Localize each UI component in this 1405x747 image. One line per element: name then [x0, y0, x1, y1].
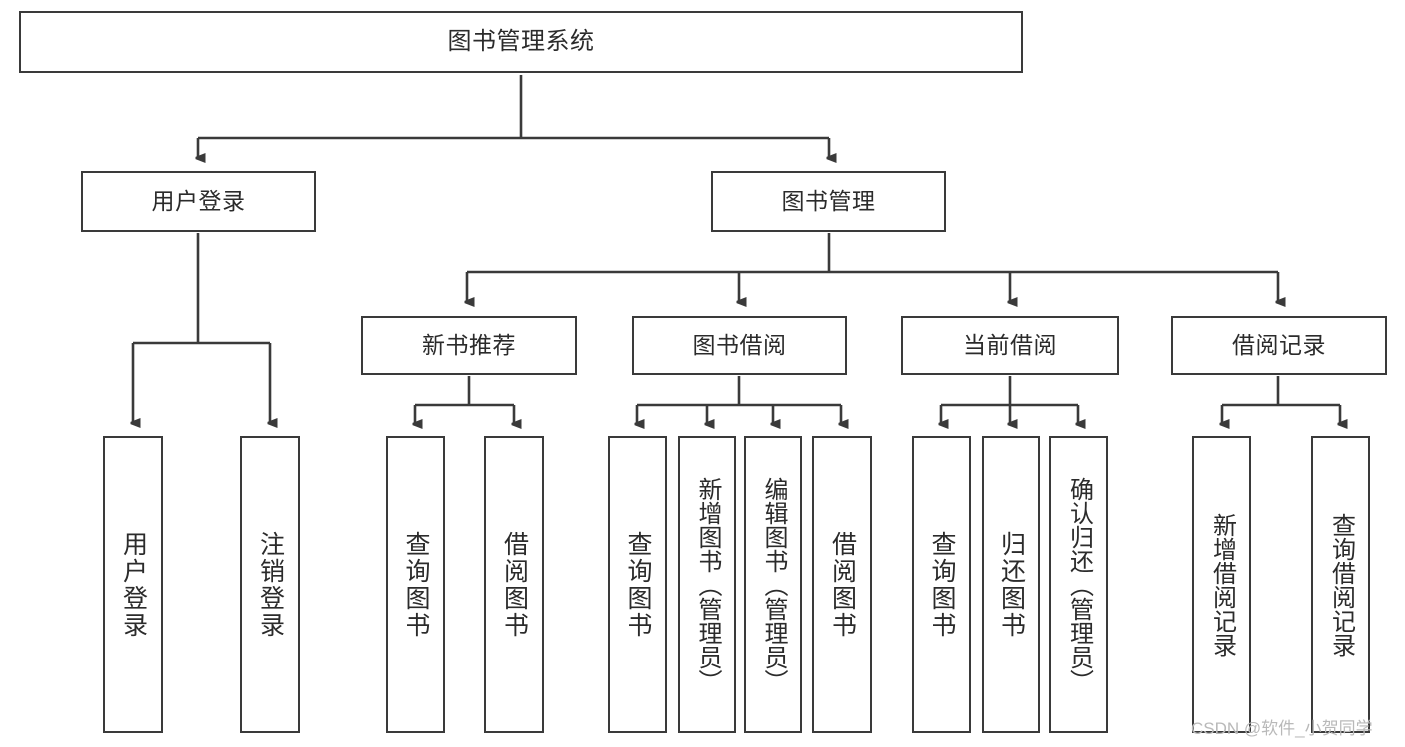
csdn-watermark: CSDN @软件_小贺同学	[1191, 719, 1373, 738]
node-label: 编辑图书（管理员）	[759, 476, 787, 693]
node-label: 查询图书	[624, 530, 652, 639]
node-user-login[interactable]: 用户登录	[81, 171, 316, 232]
node-book-management[interactable]: 图书管理	[711, 171, 946, 232]
node-label: 注销登录	[256, 530, 285, 639]
node-label: 查询图书	[402, 530, 430, 639]
leaf-user-logout[interactable]: 注销登录	[240, 436, 300, 733]
leaf-add-book-admin[interactable]: 新增图书（管理员）	[678, 436, 736, 733]
node-current-borrow[interactable]: 当前借阅	[901, 316, 1119, 375]
leaf-confirm-return-admin[interactable]: 确认归还（管理员）	[1049, 436, 1108, 733]
leaf-query-book-recommend[interactable]: 查询图书	[386, 436, 445, 733]
leaf-query-book-current[interactable]: 查询图书	[912, 436, 971, 733]
node-label: 查询借阅记录	[1327, 512, 1355, 657]
node-root-system[interactable]: 图书管理系统	[19, 11, 1023, 73]
leaf-borrow-book-recommend[interactable]: 借阅图书	[484, 436, 544, 733]
node-label: 借阅记录	[1232, 331, 1326, 358]
node-label: 归还图书	[997, 530, 1026, 639]
leaf-query-borrow-record[interactable]: 查询借阅记录	[1311, 436, 1370, 733]
node-label: 用户登录	[119, 530, 148, 639]
leaf-return-book[interactable]: 归还图书	[982, 436, 1040, 733]
leaf-query-book-borrow[interactable]: 查询图书	[608, 436, 667, 733]
node-new-book-recommend[interactable]: 新书推荐	[361, 316, 577, 375]
node-label: 当前借阅	[963, 331, 1057, 358]
node-label: 用户登录	[151, 187, 246, 214]
node-label: 新增借阅记录	[1208, 512, 1236, 657]
node-label: 确认归还（管理员）	[1065, 476, 1093, 693]
leaf-edit-book-admin[interactable]: 编辑图书（管理员）	[744, 436, 802, 733]
leaf-borrow-book[interactable]: 借阅图书	[812, 436, 872, 733]
node-label: 图书借阅	[692, 331, 787, 358]
leaf-add-borrow-record[interactable]: 新增借阅记录	[1192, 436, 1251, 733]
leaf-user-login[interactable]: 用户登录	[103, 436, 163, 733]
node-label: 新增图书（管理员）	[693, 476, 721, 693]
node-label: 查询图书	[928, 530, 956, 639]
node-label: 图书管理系统	[447, 27, 595, 55]
node-book-borrow[interactable]: 图书借阅	[632, 316, 847, 375]
node-label: 新书推荐	[422, 331, 516, 358]
node-borrow-record[interactable]: 借阅记录	[1171, 316, 1387, 375]
node-label: 图书管理	[781, 187, 876, 214]
node-label: 借阅图书	[828, 530, 857, 639]
node-label: 借阅图书	[500, 530, 529, 639]
